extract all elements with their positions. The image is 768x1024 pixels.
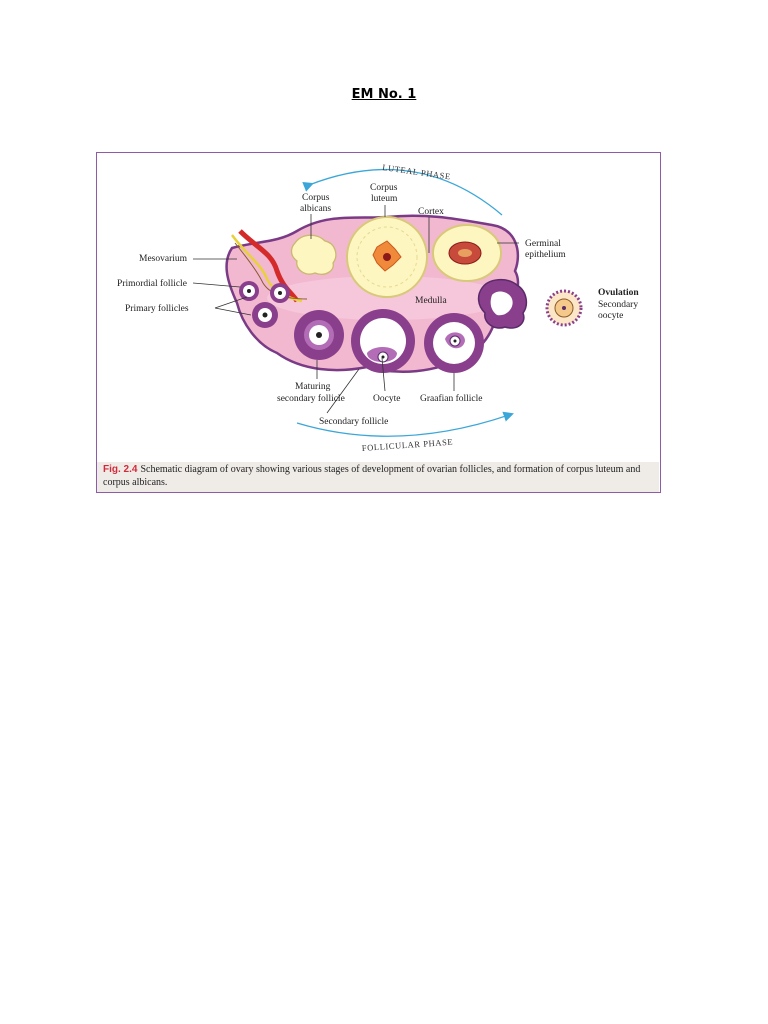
label-oocyte: Oocyte <box>373 394 400 404</box>
label-corpus-luteum-2: luteum <box>371 194 398 204</box>
label-cortex: Cortex <box>418 207 444 217</box>
corpus-albicans <box>290 234 337 275</box>
luteal-phase-label: LUTEAL PHASE <box>382 162 452 182</box>
label-maturing-secondary-follicle-1: Maturing <box>295 382 331 392</box>
figure-caption-text: Schematic diagram of ovary showing vario… <box>103 464 641 488</box>
graafian-follicle <box>424 313 484 373</box>
secondary-oocyte-released <box>545 289 583 327</box>
primordial-follicle-2 <box>270 283 290 303</box>
label-corpus-luteum-1: Corpus <box>370 183 398 193</box>
primordial-follicle-1 <box>239 281 259 301</box>
leader-lines <box>192 205 519 414</box>
label-germinal-epithelium-1: Germinal <box>525 239 561 249</box>
primary-follicle <box>252 302 278 328</box>
label-corpus-albicans-1: Corpus <box>302 193 330 203</box>
label-primordial-follicle: Primordial follicle <box>117 278 187 289</box>
follicular-phase-arrow <box>296 411 514 437</box>
label-primary-follicles: Primary follicles <box>125 303 189 314</box>
page-heading: EM No. 1 <box>351 87 417 102</box>
label-graafian-follicle: Graafian follicle <box>420 393 483 404</box>
corpus-luteum-center <box>383 253 391 261</box>
label-corpus-albicans-2: albicans <box>300 204 331 214</box>
figure-number: Fig. 2.4 <box>103 464 138 475</box>
ovary-diagram: LUTEAL PHASE FOLLICULAR PHASE <box>117 162 639 453</box>
label-mesovarium: Mesovarium <box>139 254 188 264</box>
mesovarium-vessel-red <box>238 229 300 303</box>
label-germinal-epithelium-2: epithelium <box>525 250 566 260</box>
maturing-secondary-follicle <box>294 310 344 360</box>
figure-ovary-diagram: LUTEAL PHASE FOLLICULAR PHASE <box>96 152 661 493</box>
ruptured-follicle-cavity <box>490 291 513 316</box>
label-secondary-oocyte-1: Secondary <box>598 300 638 310</box>
follicular-phase-label: FOLLICULAR PHASE <box>361 437 453 453</box>
secondary-follicle <box>351 309 415 373</box>
label-maturing-secondary-follicle-2: secondary follicle <box>277 393 345 404</box>
label-ovulation: Ovulation <box>598 288 639 298</box>
developing-corpus-luteum-center <box>458 249 472 257</box>
luteal-phase-arrow <box>302 168 503 216</box>
label-secondary-follicle: Secondary follicle <box>319 416 388 427</box>
label-medulla: Medulla <box>415 296 447 306</box>
label-secondary-oocyte-2: oocyte <box>598 311 623 321</box>
corpus-luteum-inner <box>356 226 418 288</box>
